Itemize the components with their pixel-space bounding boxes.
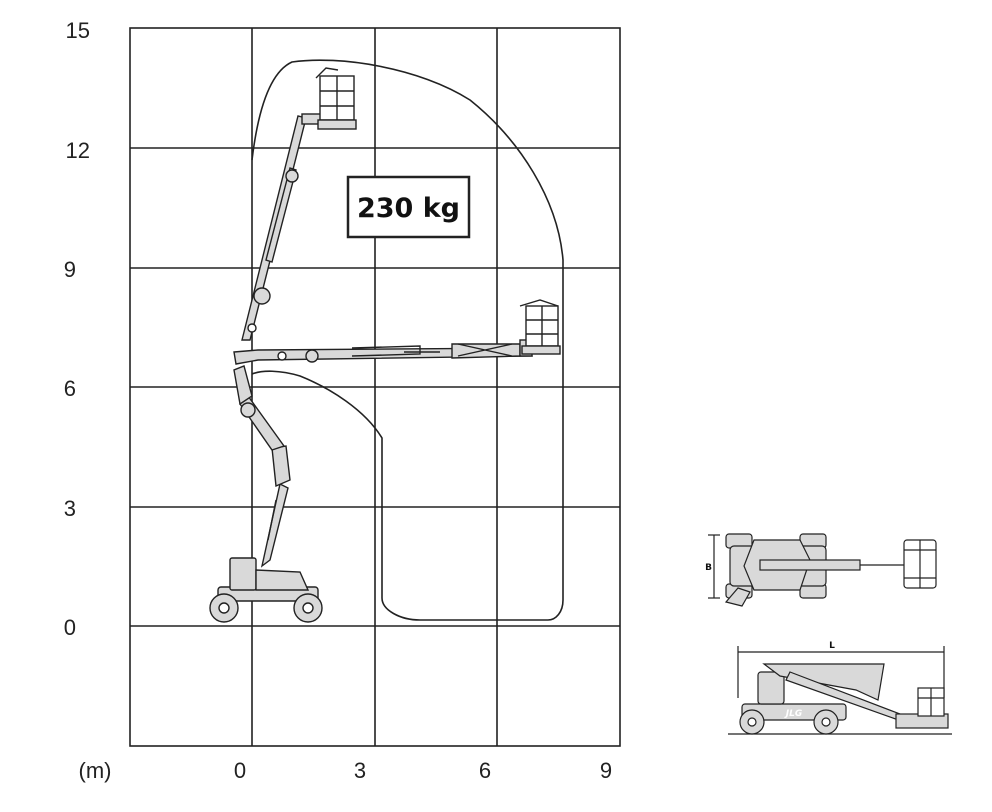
width-dimension-label: B	[705, 563, 712, 573]
y-tick: 12	[66, 138, 90, 163]
length-dimension-label: L	[829, 641, 835, 651]
y-tick: 0	[64, 615, 76, 640]
knuckle	[271, 445, 291, 488]
x-tick: 9	[600, 758, 612, 783]
x-unit-label: (m)	[79, 758, 112, 783]
y-tick: 3	[64, 496, 76, 521]
x-axis-ticks: (m) 0 3 6 9	[79, 758, 613, 783]
grid	[129, 27, 621, 747]
lower-boom	[260, 482, 289, 568]
x-tick: 6	[479, 758, 491, 783]
x-tick: 0	[234, 758, 246, 783]
x-tick: 3	[354, 758, 366, 783]
y-axis-ticks: 15 12 9 6 3 0	[64, 18, 90, 640]
jlg-logo: JLG	[784, 709, 802, 719]
y-tick: 15	[66, 18, 90, 43]
capacity-box: 230 kg	[346, 175, 471, 239]
counterweight	[229, 557, 257, 591]
machine-top-view: B	[705, 533, 937, 607]
machine-stowed-view: L JLG	[728, 641, 952, 735]
y-tick: 6	[64, 376, 76, 401]
machine-side-view	[209, 67, 561, 623]
turntable	[255, 569, 310, 591]
capacity-label: 230 kg	[357, 193, 460, 224]
y-tick: 9	[64, 257, 76, 282]
working-envelope-outline	[251, 59, 564, 621]
